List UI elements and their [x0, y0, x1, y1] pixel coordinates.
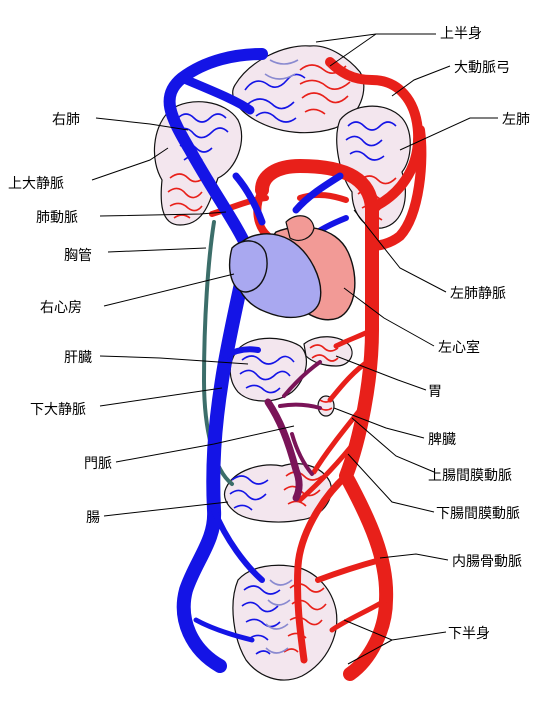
left-gastric-artery: [333, 327, 375, 349]
label-spleen: 脾臓: [428, 432, 456, 448]
portal-system: [264, 360, 322, 502]
lower-body-artery-branch: [329, 597, 389, 633]
intestine-capillary-bed: [223, 463, 332, 523]
label-intestine: 腸: [86, 510, 100, 526]
liver-capillary-bed: [229, 337, 308, 402]
labels: 上半身 大動脈弓 左肺 右肺 上大静脈 肺動脈 胸管 左肺静脈 右心房 左心室 …: [8, 26, 530, 642]
label-right-atrium: 右心房: [40, 300, 82, 316]
label-left-lung: 左肺: [502, 112, 530, 128]
label-aortic-arch: 大動脈弓: [454, 60, 510, 76]
internal-iliac-artery: [315, 557, 383, 583]
label-inferior-vena-cava: 下大静脈: [30, 402, 86, 418]
label-upper-body: 上半身: [440, 26, 482, 42]
iliac-artery-left: [293, 472, 350, 664]
label-inferior-mesenteric-artery: 下腸間膜動脈: [436, 506, 520, 522]
label-stomach: 胃: [428, 384, 442, 400]
mesenteric-vein: [290, 432, 314, 476]
right-atrium: [228, 240, 268, 293]
label-portal-vein: 門脈: [84, 456, 112, 472]
pulmonary-vein-right: [232, 172, 266, 226]
superior-vena-cava: [163, 48, 268, 256]
label-superior-mesenteric-artery: 上腸間膜動脈: [428, 468, 512, 484]
leader-lines: [91, 33, 498, 665]
hepatic-vein: [223, 346, 261, 359]
venous-network: [163, 48, 349, 673]
splenic-vein: [278, 402, 322, 410]
inferior-mesenteric-artery: [297, 435, 361, 503]
splenic-artery: [327, 357, 373, 403]
aortic-arch-to-upper-body: [325, 57, 424, 213]
left-atrium: [285, 215, 315, 241]
iliac-vein: [211, 507, 265, 583]
lower-body-vein-branch: [193, 617, 255, 643]
label-superior-vena-cava: 上大静脈: [8, 176, 64, 192]
lower-body-capillary-bed: [232, 564, 338, 681]
label-left-ventricle: 左心室: [438, 339, 480, 356]
superior-mesenteric-artery: [311, 397, 371, 475]
inferior-vena-cava: [176, 243, 255, 673]
gastric-vein: [282, 360, 322, 398]
label-left-pulmonary-vein: 左肺静脈: [450, 286, 506, 302]
label-right-lung: 右肺: [52, 112, 80, 128]
label-pulmonary-artery: 肺動脈: [36, 210, 78, 226]
label-lower-body: 下半身: [448, 626, 490, 642]
portal-vein: [264, 398, 303, 502]
arm-artery-right: [367, 125, 427, 251]
label-thoracic-duct: 胸管: [64, 248, 92, 264]
pulmonary-vein-left: [292, 172, 344, 214]
label-liver: 肝臓: [64, 350, 92, 366]
heart: [228, 215, 356, 321]
label-internal-iliac-artery: 内腸骨動脈: [452, 554, 522, 570]
upper-body-return: [177, 73, 255, 115]
